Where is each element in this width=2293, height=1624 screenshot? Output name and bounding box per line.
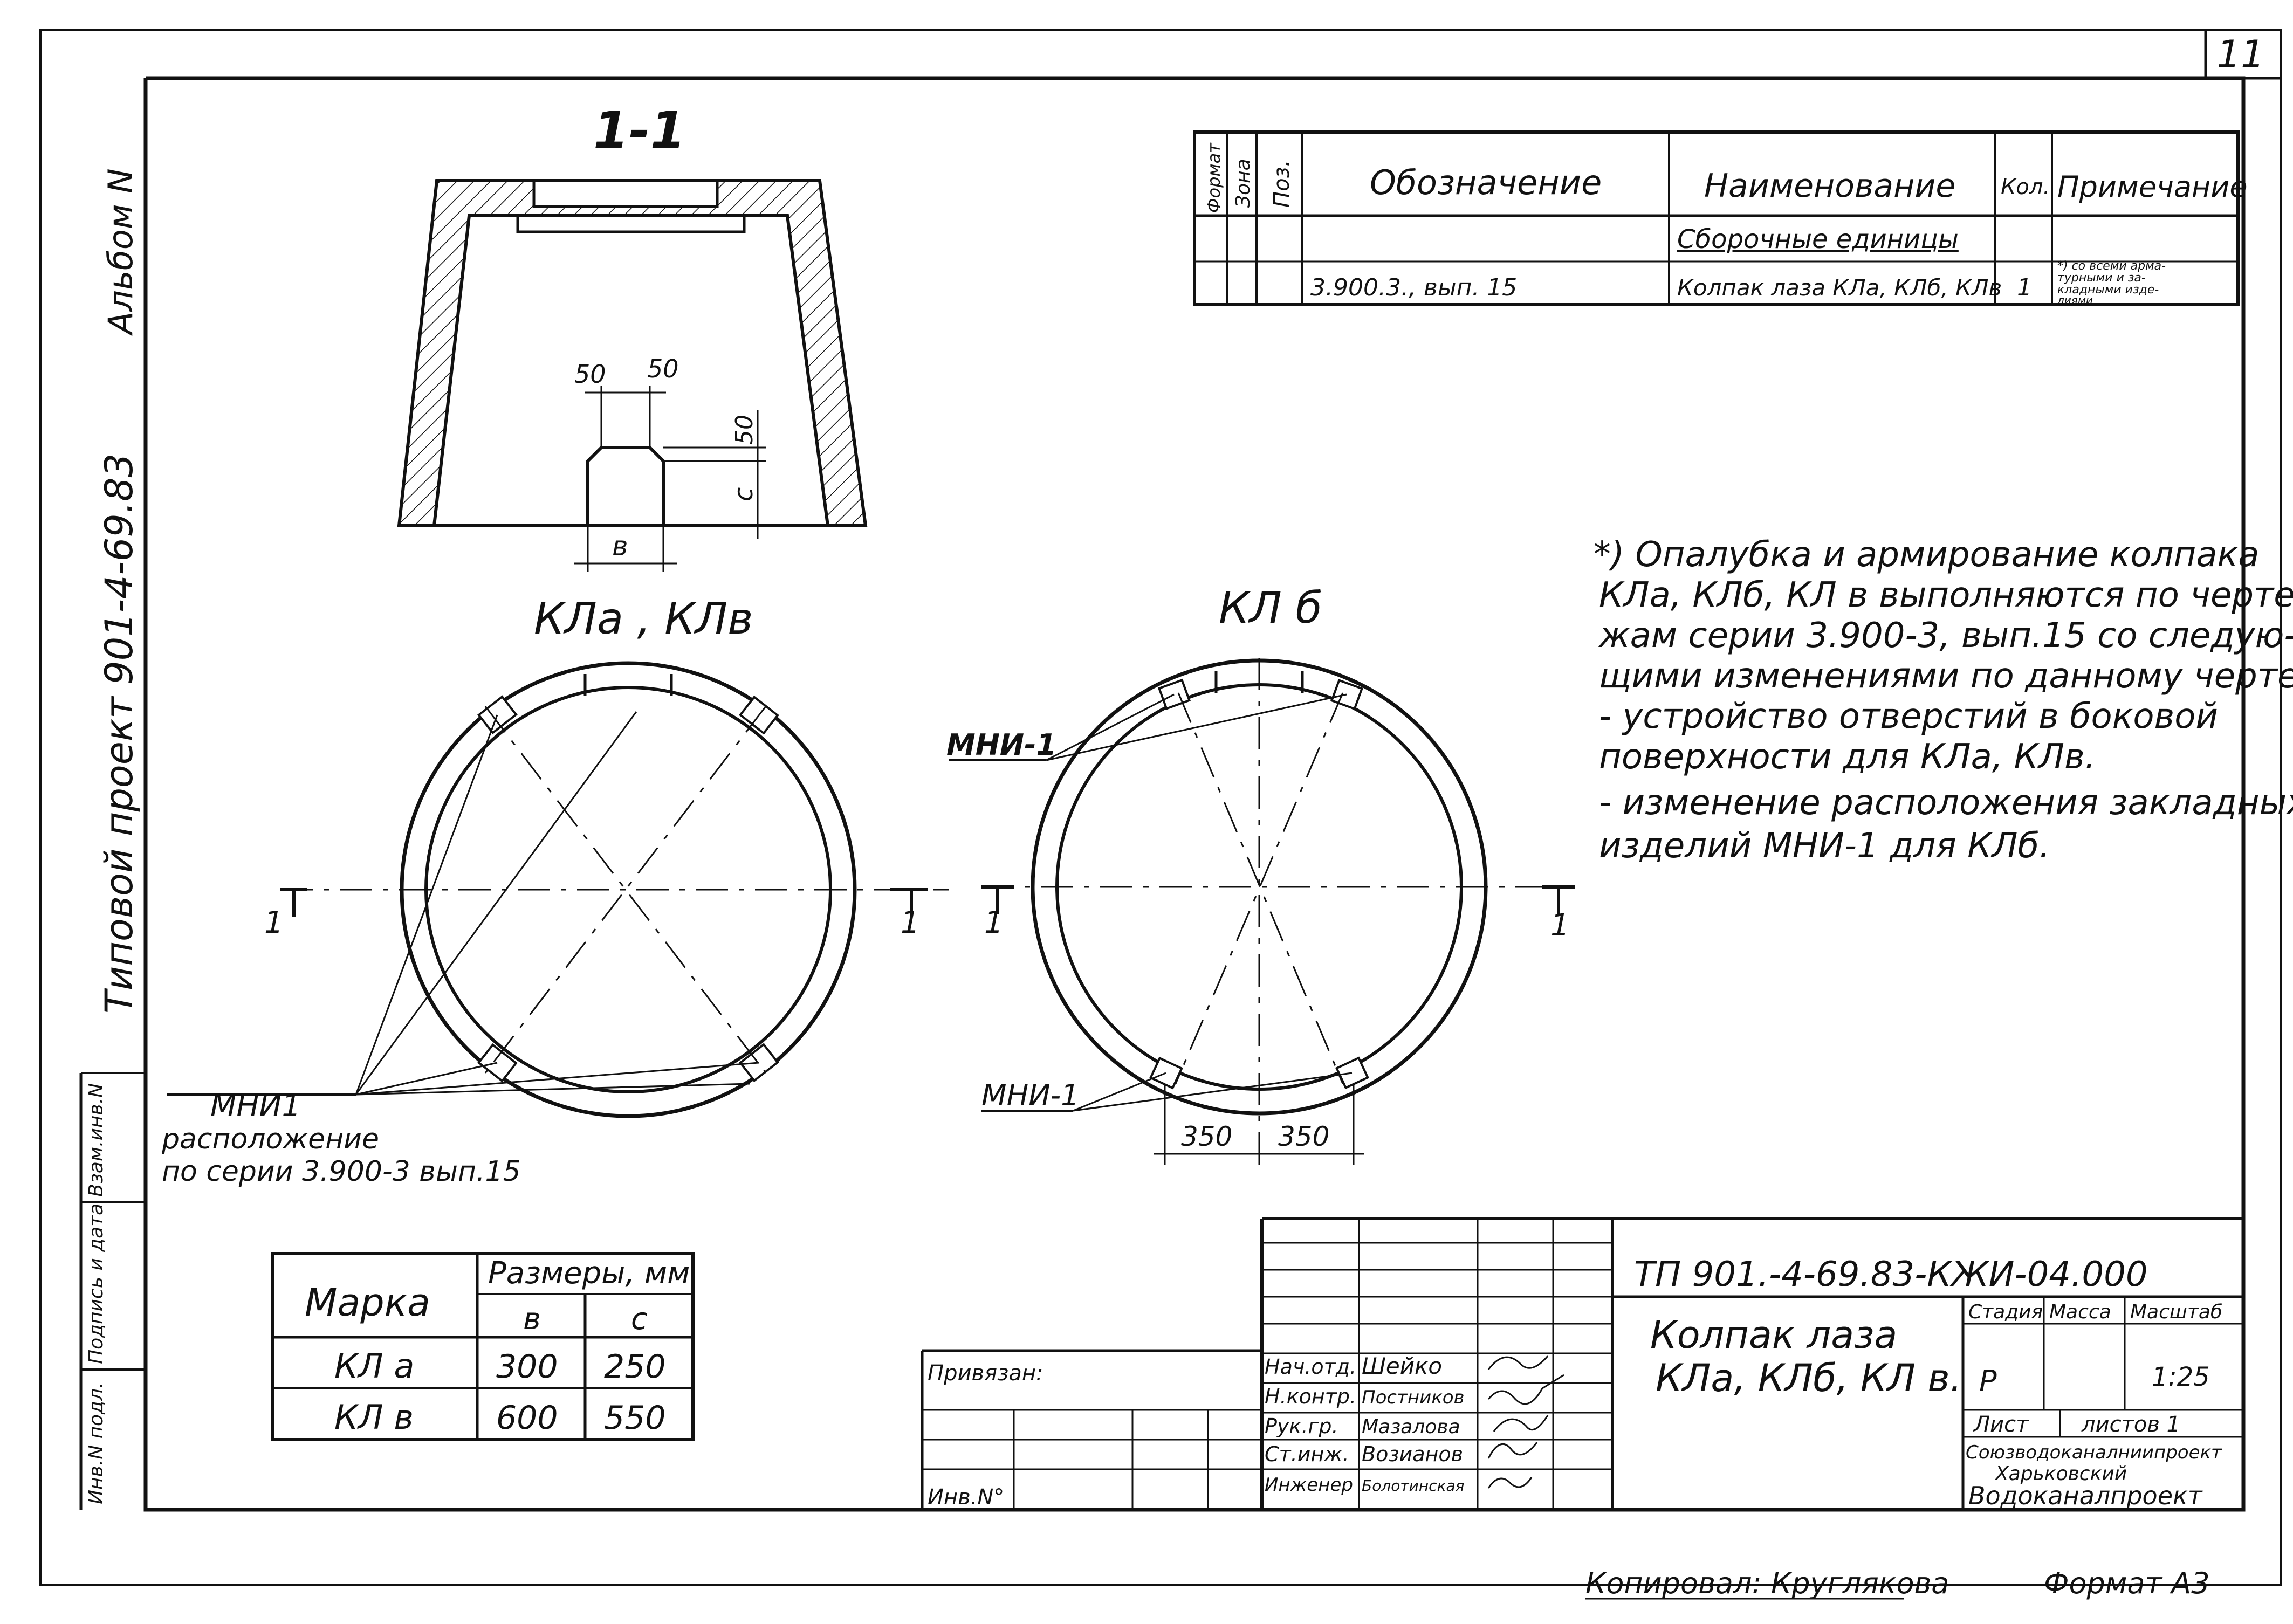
footnote-line-3: жам серии 3.900-3, вып.15 со следую- <box>1598 616 2293 656</box>
spec-header-note: Примечание <box>2057 170 2248 204</box>
spec-header-name: Наименование <box>1704 167 1955 205</box>
spec-header-zone: Зона <box>1232 159 1254 208</box>
footnote-line-6: поверхности для КЛа, КЛв. <box>1599 737 2096 777</box>
footnote: *) Опалубка и армирование колпака КЛа, К… <box>1594 535 2293 866</box>
spec-row-name: Колпак лаза КЛа, КЛб, КЛв <box>1677 274 2002 301</box>
spec-row-note-4: лиями <box>2057 294 2093 307</box>
size-row-1-mark: КЛ а <box>334 1346 414 1386</box>
person-4: Возианов <box>1362 1442 1463 1466</box>
spec-row-note-3: кладными изде- <box>2057 283 2159 297</box>
person-1: Шейко <box>1362 1353 1442 1379</box>
dim-350-left: 350 <box>1181 1121 1232 1152</box>
right-cut-mark: 1 <box>984 905 1004 940</box>
side-margin: Альбом N Типовой проект 901-4-69.83 Взам… <box>79 168 146 1510</box>
role-5: Инженер <box>1265 1474 1353 1496</box>
mni-left-note-1: расположение <box>161 1123 379 1155</box>
dim-50-vertical: 50 <box>731 415 758 445</box>
right-cut-mark-right: 1 <box>1550 908 1570 943</box>
role-1: Нач.отд. <box>1265 1355 1356 1379</box>
dim-50-left: 50 <box>574 360 606 389</box>
size-col-mark: Марка <box>305 1281 430 1325</box>
size-row-1-b: 300 <box>496 1348 558 1386</box>
title-block: ТП 901.-4-69.83-КЖИ-04.000 Колпак лаза К… <box>1260 1217 2243 1511</box>
scale-label: Масштаб <box>2130 1301 2222 1323</box>
sheets-label: листов 1 <box>2081 1412 2180 1437</box>
podpis-data-label: Подпись и дата <box>85 1203 107 1364</box>
dim-b: в <box>612 531 628 562</box>
drawing-name-2: КЛа, КЛб, КЛ в. <box>1656 1356 1962 1400</box>
footnote-line-7: - изменение расположения закладных <box>1599 783 2293 823</box>
left-cut-mark: 1 <box>264 905 284 940</box>
person-5: Болотинская <box>1362 1477 1465 1495</box>
size-col-sizes: Размеры, мм <box>488 1256 690 1291</box>
inv-podl-label: Инв.N подл. <box>85 1382 107 1504</box>
sheet-label: Лист <box>1973 1412 2029 1437</box>
role-4: Ст.инж. <box>1265 1442 1349 1466</box>
spec-row-qty: 1 <box>2017 274 2032 301</box>
left-cut-mark-right: 1 <box>901 905 920 940</box>
footnote-line-4: щими изменениями по данному чертежу <box>1599 656 2293 696</box>
size-row-2-c: 550 <box>604 1399 666 1437</box>
spec-row-note-2: турными и за- <box>2057 271 2146 285</box>
right-view-title: КЛ б <box>1219 583 1322 633</box>
inv-no-label: Инв.N° <box>928 1485 1004 1510</box>
drawing-code: ТП 901.-4-69.83-КЖИ-04.000 <box>1634 1255 2148 1295</box>
spec-row-designation: 3.900.3., вып. 15 <box>1310 274 1517 301</box>
footnote-line-2: КЛа, КЛб, КЛ в выполняются по черте- <box>1599 575 2293 615</box>
format-label: Формат А3 <box>2044 1566 2210 1600</box>
dim-350-right: 350 <box>1278 1121 1329 1152</box>
drawing-name-1: Колпак лаза <box>1650 1313 1897 1357</box>
size-col-b: в <box>523 1302 541 1337</box>
spec-header-designation: Обозначение <box>1370 163 1602 202</box>
project-label: Типовой проект 901-4-69.83 <box>97 453 141 1014</box>
org-line-1: Союзводоканалниипроект <box>1966 1442 2222 1463</box>
signatures <box>1487 1355 1564 1489</box>
footnote-line-5: - устройство отверстий в боковой <box>1599 697 2218 737</box>
spec-table: Формат Зона Поз. Обозначение Наименовани… <box>1193 130 2248 307</box>
mni-right-bottom: МНИ-1 <box>981 1078 1079 1112</box>
privyazan-label: Привязан: <box>928 1361 1043 1386</box>
person-3: Мазалова <box>1362 1416 1460 1438</box>
mass-label: Масса <box>2049 1301 2111 1323</box>
org-line-3: Водоканалпроект <box>1968 1481 2203 1510</box>
spec-row-note-1: *) со всеми арма- <box>2057 259 2166 273</box>
mni-right-top: МНИ-1 <box>946 728 1056 762</box>
dim-50-right: 50 <box>647 354 679 383</box>
mni-left-note-2: по серии 3.900-3 вып.15 <box>162 1155 521 1188</box>
left-plan-view: 1 1 МНИ1 расположение по серии 3.900-3 в… <box>161 661 949 1188</box>
stage-value: Р <box>1979 1364 1997 1398</box>
role-3: Рук.гр. <box>1265 1414 1338 1438</box>
person-2: Постников <box>1362 1387 1465 1408</box>
size-row-2-mark: КЛ в <box>334 1398 414 1437</box>
dim-c: с <box>729 487 759 501</box>
footnote-line-8: изделий МНИ-1 для КЛб. <box>1599 826 2050 866</box>
footnote-line-1: *) Опалубка и армирование колпака <box>1594 535 2259 575</box>
size-row-2-b: 600 <box>496 1399 558 1437</box>
album-label: Альбом N <box>101 168 140 336</box>
section-1-1: 1-1 50 50 50 с в <box>397 101 868 572</box>
scale-value: 1:25 <box>2152 1362 2210 1392</box>
org-line-2: Харьковский <box>1994 1463 2127 1485</box>
size-row-1-c: 250 <box>604 1348 666 1386</box>
privyazan-block: Привязан: Инв.N° <box>921 1349 1262 1510</box>
spec-section-row: Сборочные единицы <box>1677 224 1959 254</box>
mni-left-label: МНИ1 <box>210 1089 301 1124</box>
spec-header-qty: Кол. <box>2001 175 2050 199</box>
size-table: Марка Размеры, мм в с КЛ а 300 250 КЛ в … <box>271 1252 695 1441</box>
section-title: 1-1 <box>593 101 686 161</box>
role-2: Н.контр. <box>1265 1385 1356 1408</box>
copied-by: Копировал: Круглякова <box>1585 1566 1949 1600</box>
right-plan-view: 1 1 МНИ-1 МНИ-1 350 350 <box>946 658 1575 1165</box>
page-number: 11 <box>2216 32 2264 77</box>
size-col-c: с <box>631 1302 648 1337</box>
spec-header-pos: Поз. <box>1269 160 1294 208</box>
stage-label: Стадия <box>1968 1301 2043 1323</box>
spec-header-format: Формат <box>1204 142 1224 213</box>
left-view-title: КЛа , КЛв <box>534 594 753 644</box>
vzam-inv-label: Взам.инв.N <box>85 1083 107 1197</box>
